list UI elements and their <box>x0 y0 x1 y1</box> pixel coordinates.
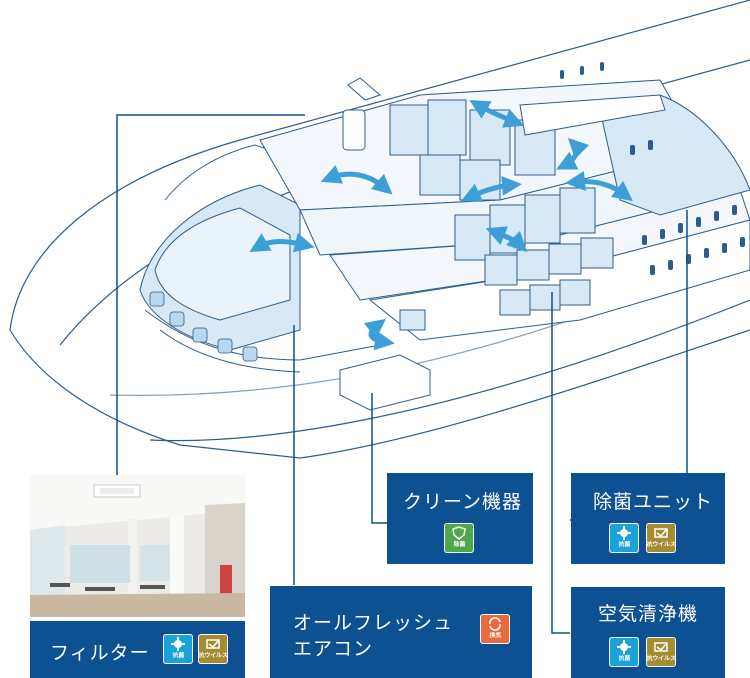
antivirus-icon: 抗ウイルス <box>646 637 676 667</box>
antivirus-icon: 抗ウイルス <box>646 523 676 553</box>
sterilizer-unit-card: 除菌ユニット 抗菌 抗ウイルス <box>571 473 725 564</box>
air-purifier-title: 空気清浄機 <box>598 599 698 626</box>
clean-equipment-title: クリーン機器 <box>403 487 522 514</box>
filter-title: フィルター <box>50 638 150 665</box>
ventilation-icon: 換気 <box>480 614 510 644</box>
antibacterial-icon: 抗菌 <box>163 634 193 664</box>
fresh-aircon-title-line1: オールフレッシュ <box>293 608 453 635</box>
shield-icon: 除菌 <box>444 523 474 553</box>
antibacterial-icon: 抗菌 <box>609 523 639 553</box>
air-purifier-card: 空気清浄機 抗菌 抗ウイルス <box>571 587 725 678</box>
clean-equipment-card: クリーン機器 除菌 <box>387 473 533 564</box>
filter-card: フィルター 抗菌 抗ウイルス <box>30 621 245 678</box>
antivirus-icon: 抗ウイルス <box>198 634 228 664</box>
sterilizer-unit-title: 除菌ユニット <box>593 487 713 514</box>
fresh-aircon-title-line2: エアコン <box>293 634 373 661</box>
ceiling-cassette-photo <box>30 475 245 617</box>
fresh-aircon-card: オールフレッシュ エアコン 換気 <box>270 586 532 678</box>
lower-equipment-room <box>340 310 430 410</box>
antibacterial-icon: 抗菌 <box>609 637 639 667</box>
